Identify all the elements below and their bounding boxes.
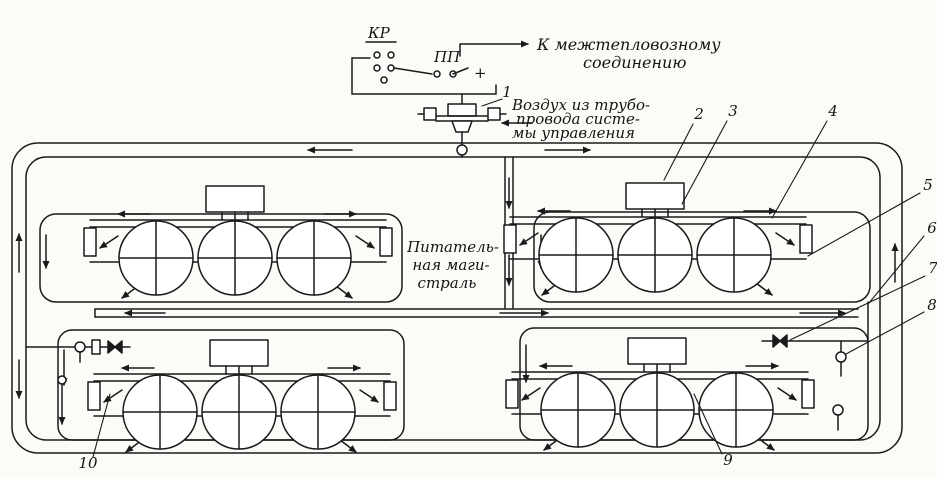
bogie-bottom-right [506,338,814,450]
main-air-loop [11,142,903,454]
feed-main-pipe [94,308,859,318]
label-inter-loco-1: К межтепловозному [536,35,721,54]
callout-6: 6 [927,219,937,237]
control-unit [351,40,529,105]
callout-leaders [92,98,926,458]
label-inter-loco-2: соединению [583,53,686,72]
bogie-top-left [84,186,392,298]
left-valve-group [25,339,131,425]
callout-4: 4 [827,102,838,120]
callout-9: 9 [723,451,733,469]
label-air-2: провода систе- [516,110,640,128]
bogie-top-right [504,183,812,295]
callout-1: 1 [502,83,512,101]
callout-10: 10 [78,454,98,472]
text-labels: КР ПП + К межтепловозному соединению Воз… [367,24,721,292]
air-inlet-valve [417,103,533,158]
label-plus: + [474,64,487,82]
callout-5: 5 [923,176,933,194]
callout-numbers: 1 2 3 4 5 6 7 8 9 10 [78,83,937,472]
callout-7: 7 [928,259,937,277]
label-air-1: Воздух из трубо- [511,96,650,114]
callout-8: 8 [927,296,937,314]
label-feed-1: Питатель- [406,238,499,256]
label-air-3: мы управления [512,124,635,142]
label-feed-2: ная маги- [412,256,489,274]
callout-3: 3 [728,102,738,120]
right-valve-group [761,301,869,431]
callout-2: 2 [693,105,704,123]
label-feed-3: страль [418,274,477,292]
label-pp: ПП [433,48,461,66]
label-kr: КР [367,24,391,42]
bogie-bottom-left [88,340,396,452]
